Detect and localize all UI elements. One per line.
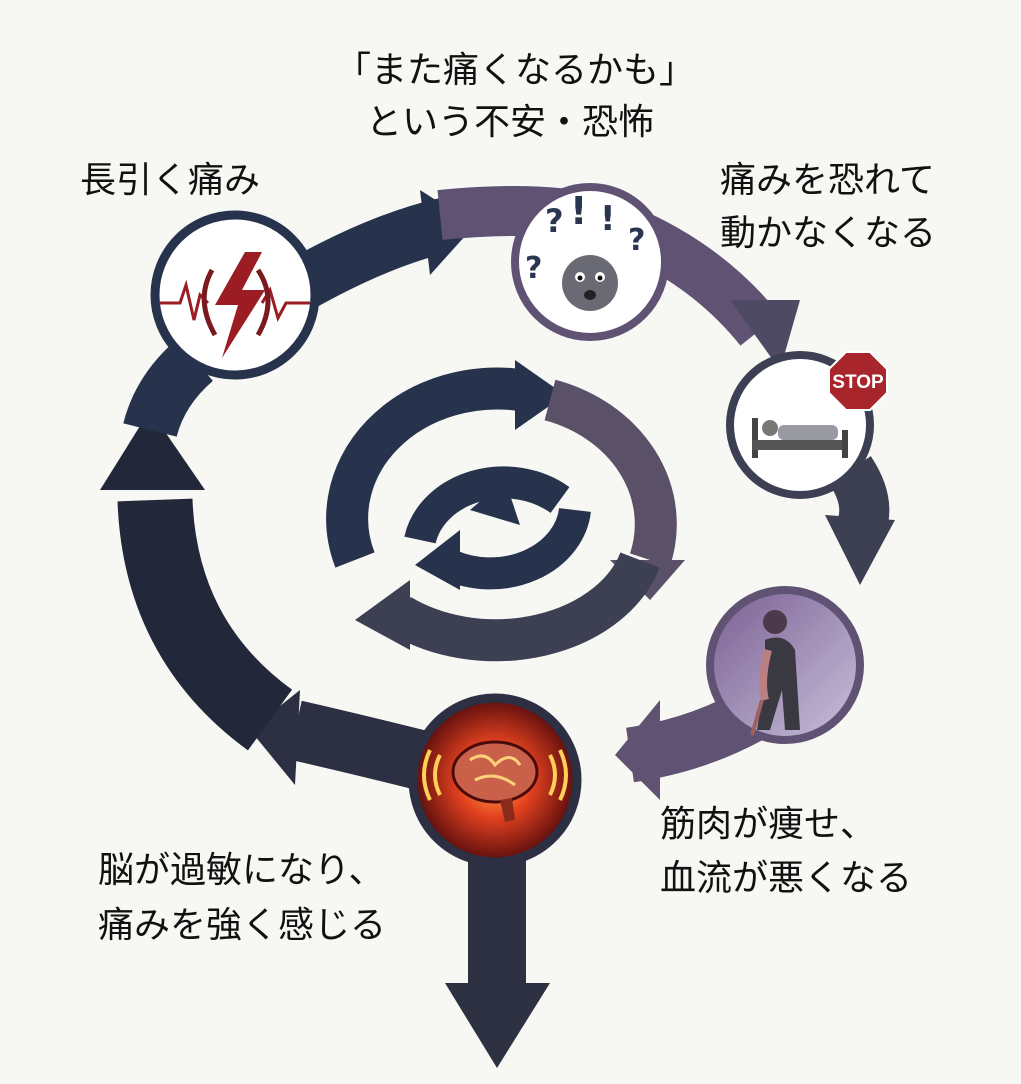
label-fear-line1: 「また痛くなるかも」 xyxy=(335,50,695,91)
inner-arc-dark xyxy=(326,367,523,568)
arrow-left-loop-up-head xyxy=(100,410,205,490)
label-sensitization-line1: 脳が過敏になり、 xyxy=(98,850,385,891)
label-muscle-line2: 血流が悪くなる xyxy=(660,858,912,899)
label-fear-line2: という不安・恐怖 xyxy=(366,102,654,143)
arrow-left-to-pain xyxy=(123,339,214,438)
stop-sign-icon: STOP xyxy=(828,351,888,411)
arrow-brain-to-left-head xyxy=(250,690,300,785)
svg-text:?: ? xyxy=(628,223,645,258)
inner-spiral-bottom-head xyxy=(415,530,460,590)
arrow-inactivity-to-muscle xyxy=(828,456,890,533)
lightning-pain-icon xyxy=(160,252,310,358)
inner-arc-bottom-head xyxy=(355,580,410,650)
arrow-inactivity-to-muscle-head xyxy=(825,515,895,585)
svg-text:!: ! xyxy=(570,189,587,233)
inner-spiral-top-head xyxy=(470,480,520,525)
stage-node-prolonged-pain xyxy=(150,210,320,380)
arrow-muscle-to-brain-head xyxy=(615,700,660,800)
svg-text:?: ? xyxy=(545,202,564,240)
worried-face-icon: ? ? ! ! ? xyxy=(525,189,645,311)
inner-arc-purple xyxy=(544,379,677,567)
exit-down-arrow xyxy=(445,850,550,1068)
inner-spiral-top xyxy=(404,466,570,545)
arrow-pain-to-fear xyxy=(286,198,452,309)
stage-node-muscle-loss xyxy=(706,586,864,744)
label-sensitization-line2: 痛みを強く感じる xyxy=(98,905,386,946)
arrow-left-loop-up xyxy=(117,498,293,751)
arrow-brain-to-left xyxy=(288,700,428,790)
glowing-brain-icon xyxy=(422,740,568,822)
label-muscle-line1: 筋肉が痩せ、 xyxy=(660,804,876,845)
svg-text:!: ! xyxy=(600,199,616,239)
inner-arc-bottom xyxy=(389,551,660,662)
label-prolonged-pain: 長引く痛み xyxy=(80,160,260,201)
inner-cycle-arrows xyxy=(326,360,685,662)
label-inactivity-line1: 痛みを恐れて xyxy=(720,160,935,201)
stage-node-inactivity: STOP xyxy=(726,351,888,499)
bed-icon xyxy=(752,418,848,458)
label-inactivity-line2: 動かなくなる xyxy=(720,213,936,254)
inner-arc-dark-head xyxy=(515,360,565,430)
inner-spiral-bottom xyxy=(443,507,591,590)
stage-node-sensitization xyxy=(408,693,582,867)
svg-text:?: ? xyxy=(525,251,542,286)
stop-sign-text: STOP xyxy=(832,372,884,393)
stage-node-fear: ? ? ! ! ? xyxy=(511,183,669,341)
elderly-cane-icon xyxy=(750,610,800,736)
arrow-fear-to-inactivity-head xyxy=(730,300,800,370)
